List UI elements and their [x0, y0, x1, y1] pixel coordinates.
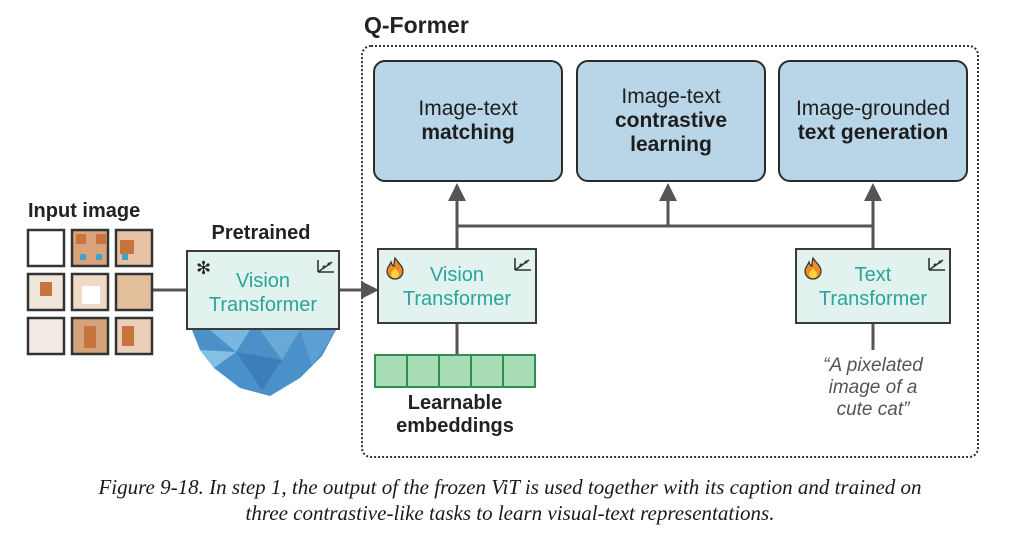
- figure-caption-line2: three contrastive-like tasks to learn vi…: [245, 501, 775, 526]
- frozen-vit-line2: Transformer: [208, 293, 318, 316]
- embedding-cell: [374, 354, 408, 388]
- grid-cell: [26, 228, 66, 268]
- embeddings-line1: Learnable: [407, 392, 503, 414]
- figure-caption-line1: Figure 9-18. In step 1, the output of th…: [98, 475, 922, 499]
- qformer-vit-line2: Transformer: [402, 287, 512, 310]
- caption-quote-line3: cute cat”: [836, 398, 910, 420]
- task-generation-line1: Image-grounded: [795, 96, 951, 120]
- learnable-embeddings-label: Learnable embeddings: [375, 392, 535, 438]
- caption-quote-line1: “A pixelated: [823, 355, 923, 376]
- caption-quote-line2: image of a: [828, 376, 918, 398]
- text-transformer: Text Transformer: [795, 248, 951, 324]
- task-contrastive-line1: Image-text: [621, 84, 721, 108]
- task-image-text-contrastive-learning: Image-text contrastive learning: [576, 60, 766, 182]
- task-generation-line2: text generation: [797, 121, 949, 144]
- qformer-title: Q-Former: [364, 12, 469, 38]
- qformer-vit-line1: Vision: [429, 264, 485, 286]
- embedding-cell: [406, 354, 440, 388]
- task-image-grounded-text-generation: Image-grounded text generation: [778, 60, 968, 182]
- qformer-container: [361, 45, 979, 458]
- pretrained-label: Pretrained: [211, 222, 311, 244]
- scale-icon: [514, 258, 531, 271]
- grid-cell: [26, 272, 66, 312]
- embedding-cell: [438, 354, 472, 388]
- text-transformer-line2: Transformer: [818, 287, 928, 310]
- grid-cell: [70, 316, 110, 356]
- frozen-vit-line1: Vision: [235, 270, 291, 292]
- flame-icon: [804, 256, 822, 280]
- flame-icon: [386, 256, 404, 280]
- grid-cell: [26, 316, 66, 356]
- task-matching-line1: Image-text: [418, 96, 518, 120]
- embedding-cell: [502, 354, 536, 388]
- text-caption-quote: “A pixelated image of a cute cat”: [800, 355, 946, 421]
- grid-cell: [114, 272, 154, 312]
- task-matching-line2: matching: [421, 121, 515, 144]
- figure-caption: Figure 9-18. In step 1, the output of th…: [0, 474, 1020, 527]
- scale-icon: [317, 260, 334, 273]
- qformer-vision-transformer: Vision Transformer: [377, 248, 537, 324]
- task-image-text-matching: Image-text matching: [373, 60, 563, 182]
- embeddings-line2: embeddings: [396, 415, 514, 437]
- task-contrastive-line2: contrastive: [614, 108, 728, 132]
- text-transformer-line1: Text: [854, 264, 892, 286]
- frozen-vision-transformer: ✻ Vision Transformer: [186, 250, 340, 330]
- embedding-cell: [470, 354, 504, 388]
- scale-icon: [928, 258, 945, 271]
- input-image-label: Input image: [28, 200, 141, 222]
- snowflake-icon: ✻: [196, 258, 212, 278]
- task-contrastive-line3: learning: [630, 133, 712, 157]
